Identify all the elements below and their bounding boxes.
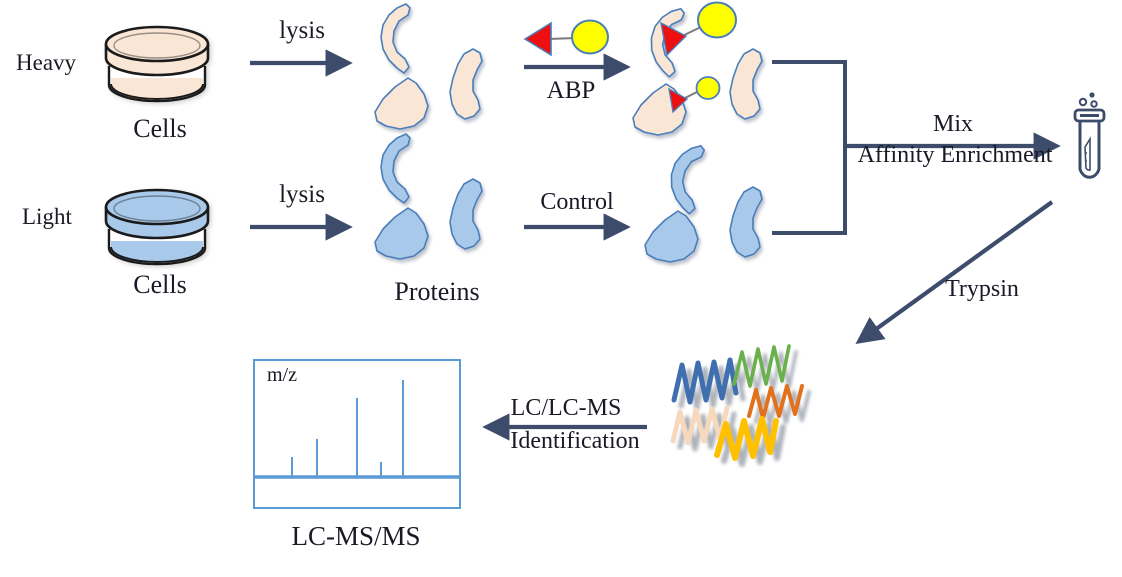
light-cells-label: Cells bbox=[133, 270, 187, 299]
mass-spectrum-chart bbox=[253, 359, 461, 509]
proteins-label: Proteins bbox=[394, 277, 480, 306]
lc-ms-ms-label: LC-MS/MS bbox=[291, 521, 421, 551]
peptides-icon bbox=[670, 344, 804, 461]
lysis-top-label: lysis bbox=[279, 17, 325, 44]
light-label: Light bbox=[22, 204, 72, 229]
spectrum-peaks bbox=[291, 380, 404, 476]
lysis-bottom-label: lysis bbox=[279, 181, 325, 208]
mz-axis-label: m/z bbox=[267, 364, 297, 386]
heavy-proteins-group bbox=[374, 3, 483, 130]
control-label: Control bbox=[540, 189, 614, 215]
trypsin-label: Trypsin bbox=[945, 276, 1019, 302]
test-tube-icon bbox=[1073, 92, 1106, 179]
identification-label: Identification bbox=[510, 428, 640, 454]
abp-label: ABP bbox=[546, 77, 596, 104]
bound-probe-large-icon bbox=[660, 1, 737, 57]
heavy-cells-dish-icon bbox=[104, 25, 210, 103]
bound-probe-small-icon bbox=[668, 76, 721, 114]
mix-label: Mix bbox=[932, 111, 974, 137]
trypsin-arrow bbox=[855, 200, 1054, 344]
heavy-proteins-labeled-group bbox=[632, 1, 763, 136]
affinity-enrichment-label: Affinity Enrichment bbox=[857, 142, 1053, 168]
light-proteins-group bbox=[374, 133, 483, 260]
mix-bracket bbox=[772, 60, 847, 235]
abp-probe-icon bbox=[523, 19, 609, 57]
heavy-cells-label: Cells bbox=[133, 114, 187, 143]
lc-lc-ms-label: LC/LC-MS bbox=[510, 395, 622, 421]
light-cells-dish-icon bbox=[104, 188, 210, 266]
light-proteins-control-group bbox=[644, 141, 763, 263]
heavy-label: Heavy bbox=[16, 50, 77, 75]
